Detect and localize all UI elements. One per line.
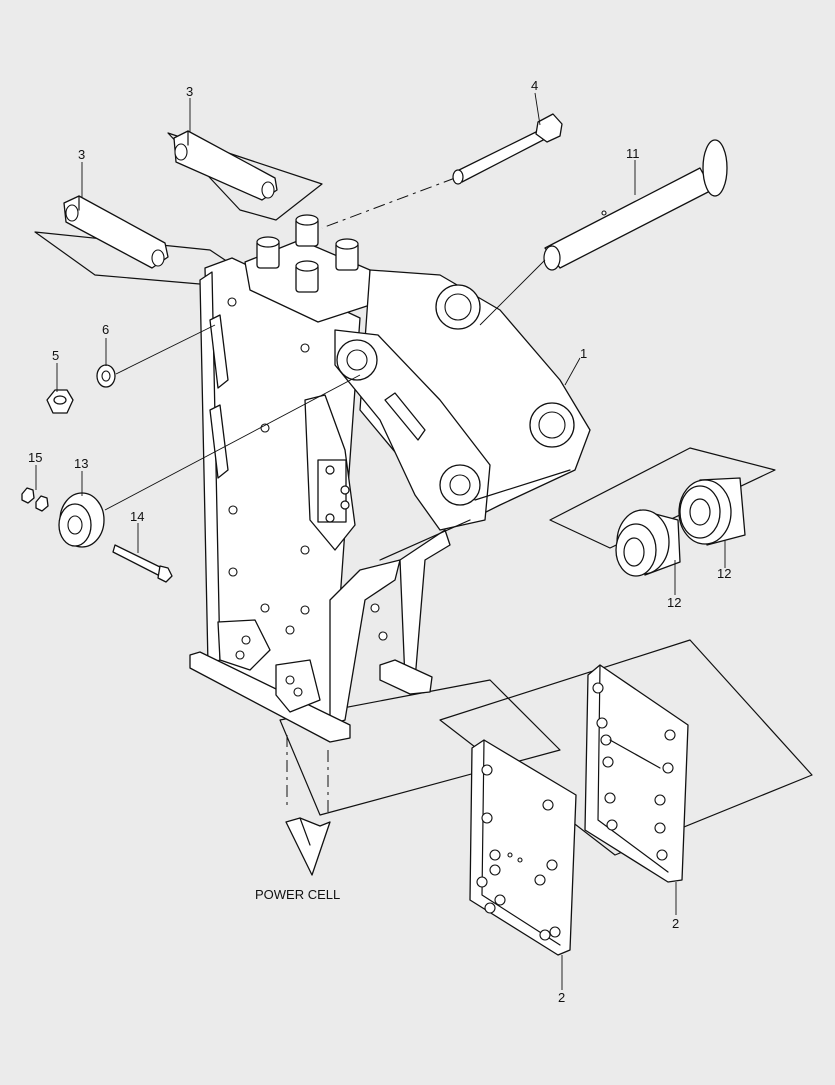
label-13: 13 <box>74 456 88 471</box>
label-12-right: 12 <box>717 566 731 581</box>
nut-part-5 <box>46 389 74 414</box>
label-6: 6 <box>102 322 109 337</box>
bushing-part-12-right <box>678 477 746 546</box>
leader-lines <box>35 92 726 990</box>
bolt-part-4 <box>452 113 563 185</box>
label-3-upper: 3 <box>186 84 193 99</box>
caption-power-cell: POWER CELL <box>255 887 340 902</box>
pin-part-11 <box>543 139 728 271</box>
bushing-part-12-left <box>615 509 681 577</box>
washer-part-6 <box>96 364 116 388</box>
plate-part-2-right <box>584 664 689 883</box>
label-11: 11 <box>626 146 640 161</box>
chisel-tip <box>285 817 331 876</box>
label-12-left: 12 <box>667 595 681 610</box>
label-14: 14 <box>130 509 144 524</box>
bolt-part-14 <box>112 544 173 583</box>
label-2-lower: 2 <box>558 990 565 1005</box>
label-1: 1 <box>580 346 587 361</box>
label-15: 15 <box>28 450 42 465</box>
link-part-3-upper <box>173 130 278 201</box>
nuts-part-15 <box>21 487 49 512</box>
plate-part-2-lower <box>469 739 577 956</box>
callout-labels: 3 3 4 11 6 5 1 15 13 14 12 12 2 2 POWER … <box>28 78 731 1005</box>
assembly-axes <box>286 177 456 815</box>
link-part-3-lower <box>63 195 169 269</box>
hydraulic-fittings <box>256 214 359 293</box>
label-3-lower: 3 <box>78 147 85 162</box>
label-4: 4 <box>531 78 538 93</box>
label-5: 5 <box>52 348 59 363</box>
label-2-right: 2 <box>672 916 679 931</box>
collar-part-13 <box>58 492 105 548</box>
main-frame-part-1 <box>189 214 591 743</box>
